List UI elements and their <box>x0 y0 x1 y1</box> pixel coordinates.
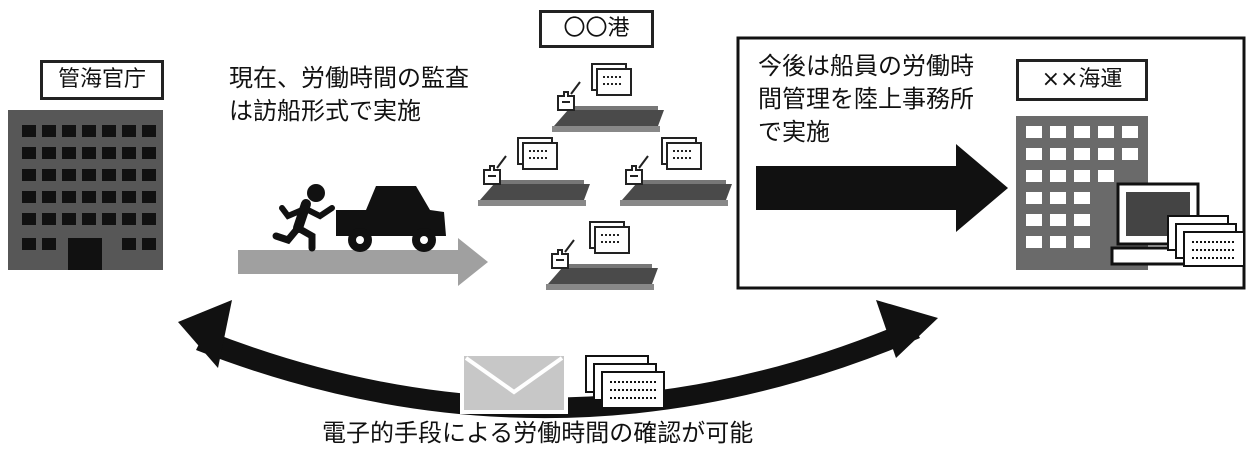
document-icon <box>517 137 558 170</box>
black-arrow <box>756 144 1008 232</box>
running-person-icon <box>272 184 335 252</box>
bottom-caption: 電子的手段による労働時間の確認が可能 <box>322 419 754 447</box>
future-note-line-1: 今後は船員の労働時 <box>758 52 974 80</box>
future-panel <box>736 36 1246 290</box>
agency-label: 管海官庁 <box>40 60 164 100</box>
document-icon <box>661 137 702 170</box>
envelope-icon <box>460 352 568 414</box>
car-icon <box>336 186 446 252</box>
document-icon <box>591 63 632 96</box>
curved-arrow-body <box>196 320 920 419</box>
office-building-icon <box>8 110 163 270</box>
future-note-line-2: 間管理を陸上事務所 <box>758 85 974 113</box>
current-note: 現在、労働時間の監査 は訪船形式で実施 <box>229 62 469 128</box>
port-label: 〇〇港 <box>539 10 654 48</box>
future-note-line-3: で実施 <box>758 118 830 146</box>
future-note: 今後は船員の労働時 間管理を陸上事務所 で実施 <box>758 50 974 149</box>
company-label: ××海運 <box>1016 59 1148 101</box>
current-note-line-1: 現在、労働時間の監査 <box>229 64 469 92</box>
document-icon <box>585 355 665 409</box>
current-note-line-2: は訪船形式で実施 <box>229 97 421 125</box>
document-icon <box>589 221 630 254</box>
curved-arrow-left-head <box>178 300 232 368</box>
document-icon <box>1167 215 1245 267</box>
curved-arrow-right-head <box>876 300 938 358</box>
